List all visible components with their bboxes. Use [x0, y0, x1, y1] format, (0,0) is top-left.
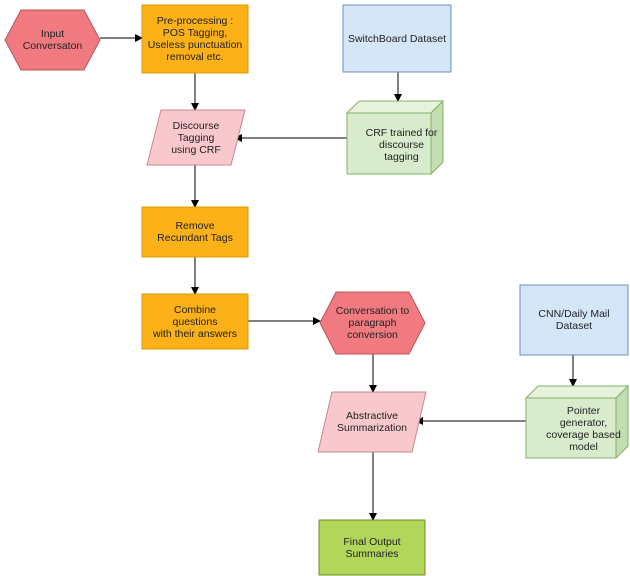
input-hexagon: [4, 9, 101, 71]
conversation-to-paragraph-label: Conversation to paragraph conversion: [335, 305, 410, 341]
crf-cube: [345, 99, 445, 176]
preprocessing-label: Pre-processing : POS Tagging, Useless pu…: [147, 15, 243, 63]
pointer-cube-side: [615, 384, 629, 460]
preprocess-rectangle: [141, 4, 249, 74]
crf-cube-side: [430, 99, 444, 176]
remove-rectangle: [141, 206, 249, 258]
nodes-layer: [4, 4, 630, 576]
crf-cube-top: [345, 100, 445, 114]
cnn-dataset-label: CNN/Daily Mail Dataset: [538, 308, 610, 332]
edges-layer: [100, 34, 577, 521]
final-output-label: Final Output Summaries: [343, 535, 401, 560]
discourse-tagging-label: Discourse Tagging using CRF: [171, 119, 221, 156]
conv2para-hexagon: [319, 291, 426, 355]
abstractive-summarization-label: Abstractive Summarization: [336, 410, 408, 434]
pointer-generator-label: Pointer generator, coverage based model: [546, 405, 621, 453]
switchboard-dataset-label: SwitchBoard Dataset: [347, 32, 447, 45]
input-conversation-label: Input Conversaton: [22, 28, 83, 52]
pointer-cube: [524, 384, 630, 460]
abstractive-parallelogram: [317, 391, 427, 453]
crf-trained-label: CRF trained for discourse tagging: [365, 126, 438, 163]
combine-rectangle: [141, 293, 249, 350]
cnn-rectangle: [519, 284, 629, 356]
switchboard-rectangle: [342, 4, 452, 73]
discourse-parallelogram: [146, 109, 246, 166]
pointer-cube-top: [524, 385, 630, 399]
pointer-cube-front: [525, 397, 617, 459]
remove-tags-label: Remove Recundant Tags: [157, 220, 233, 244]
combine-questions-label: Combine questions with their answers: [152, 303, 238, 340]
final-rectangle: [318, 519, 426, 576]
